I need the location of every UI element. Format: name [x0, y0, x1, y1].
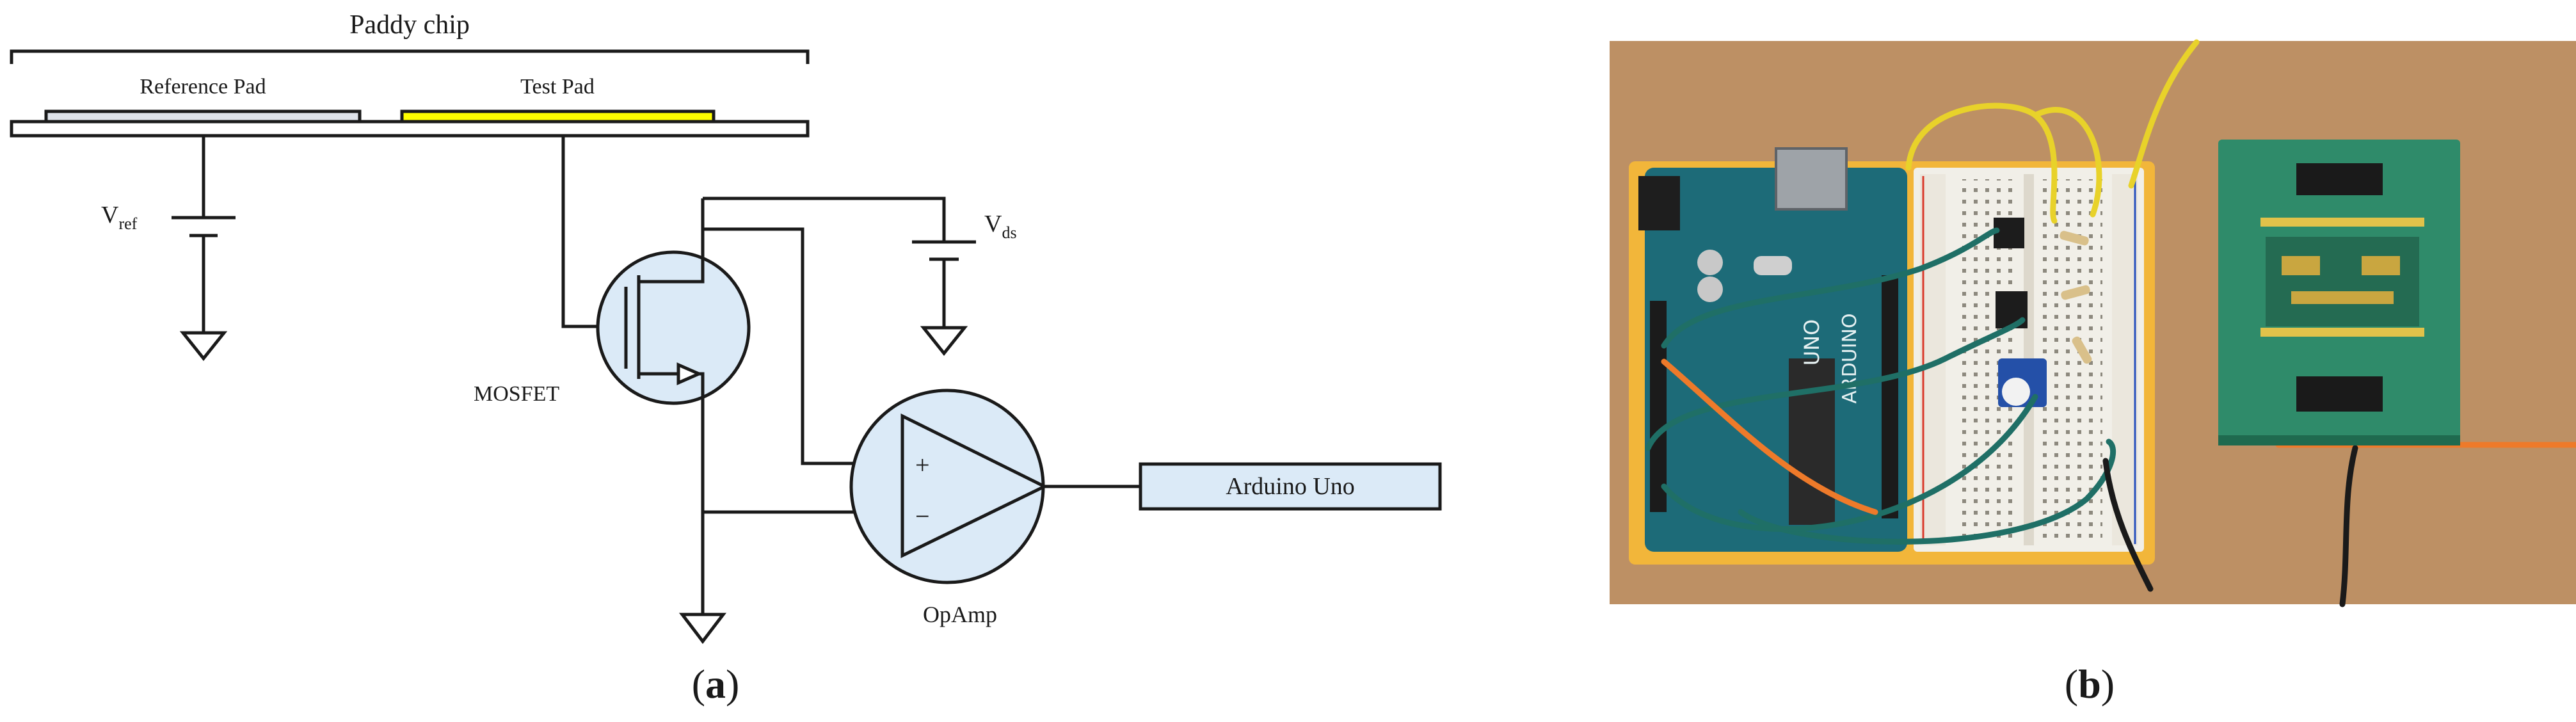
caption-a: (a) — [692, 661, 740, 707]
resistor-icon — [2060, 230, 2089, 246]
chip-label: Paddy chip — [349, 10, 470, 40]
sensor-gold-row-bottom — [2260, 328, 2424, 337]
microcontroller-chip — [1789, 358, 1835, 525]
board-marking-2: ARDUINO — [1839, 313, 1861, 403]
schematic-panel: Paddy chip Reference Pad Test Pad Vref M… — [10, 10, 1442, 707]
sensor-gold-pad-2 — [2362, 256, 2400, 275]
sensor-pad-array — [2266, 237, 2419, 326]
sensor-gold-pad — [2282, 256, 2320, 275]
vref-ground-icon — [179, 331, 228, 362]
jumper-wires — [1645, 39, 2576, 607]
mosfet-drain-lead — [639, 198, 705, 284]
source-ground-icon — [678, 613, 727, 645]
test-pad — [400, 109, 716, 124]
opamp-minus: − — [915, 502, 930, 531]
photo-panel: UNO ARDUINO — [1610, 39, 2576, 707]
capacitor-icon — [1697, 250, 1723, 275]
resistor-icon-2 — [2061, 285, 2090, 300]
chip-substrate — [10, 120, 810, 138]
opamp-triangle — [900, 413, 1048, 558]
chip-bracket — [10, 49, 810, 64]
header-pins-left — [1650, 301, 1667, 512]
teal-wire-3 — [1738, 438, 2116, 545]
ic-chip-icon — [1994, 218, 2024, 248]
board-marking: UNO — [1800, 319, 1824, 366]
sensor-connector-top — [2296, 163, 2383, 195]
opamp-plus: + — [915, 451, 930, 479]
reference-pad — [44, 109, 362, 124]
crystal-icon — [1754, 256, 1792, 275]
potentiometer-knob-icon — [2002, 378, 2030, 406]
black-wire-2 — [2339, 445, 2358, 607]
black-wire — [2102, 458, 2154, 592]
header-pins-right — [1882, 275, 1898, 518]
reference-pad-label: Reference Pad — [140, 75, 266, 99]
sensor-gold-pad-3 — [2291, 291, 2394, 304]
vds-label: Vds — [984, 211, 1017, 242]
yellow-wire-3 — [2128, 39, 2200, 189]
capacitor-icon-2 — [1697, 277, 1723, 302]
mosfet-body — [596, 250, 751, 405]
teal-wire — [1661, 227, 2000, 349]
power-jack-icon — [1638, 176, 1680, 230]
sensor-connector-bottom — [2296, 376, 2383, 412]
teal-wire-4 — [1661, 394, 2038, 532]
vref-label: Vref — [101, 202, 138, 233]
arduino-board — [1645, 168, 1907, 552]
opamp-label: OpAmp — [923, 602, 997, 627]
mosfet-label: MOSFET — [474, 382, 559, 406]
sensor-chip-board-edge — [2218, 435, 2460, 445]
yellow-wire-2 — [2032, 107, 2102, 218]
caption-b: (b) — [2065, 661, 2115, 707]
usb-port-icon — [1775, 147, 1848, 211]
resistor-icon-3 — [2072, 336, 2092, 364]
sensor-gold-row-top — [2260, 218, 2424, 227]
orange-wire — [1661, 358, 1878, 515]
test-pad-label: Test Pad — [520, 75, 595, 99]
arduino-box — [1139, 462, 1442, 511]
vds-wire — [703, 197, 946, 242]
mosfet-arrow-icon — [676, 362, 703, 385]
yellow-wire — [1905, 102, 2058, 224]
vds-ground-icon — [920, 326, 968, 357]
arduino-label: Arduino Uno — [1226, 473, 1355, 500]
teal-wire-2 — [1645, 317, 2026, 451]
breadboard-rail-right — [2112, 174, 2138, 545]
